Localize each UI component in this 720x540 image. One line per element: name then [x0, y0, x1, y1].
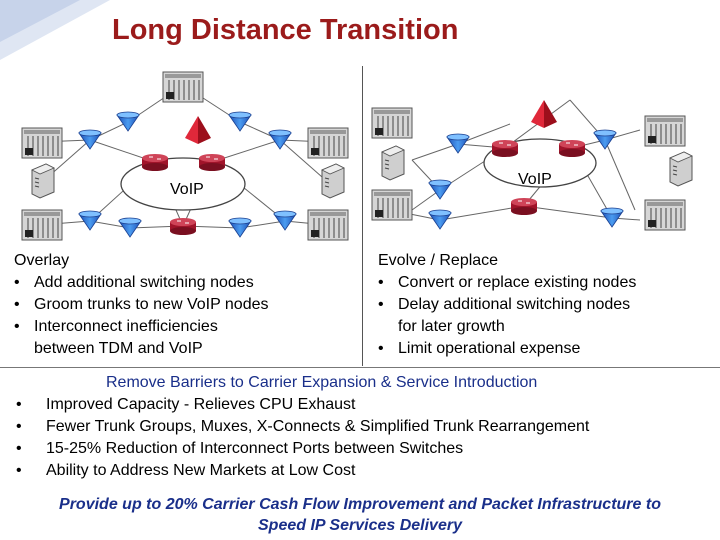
- evolve-bullet-continuation: for later growth: [398, 318, 505, 335]
- overlay-bullet: Interconnect inefficiencies: [14, 316, 269, 338]
- page-title: Long Distance Transition: [112, 14, 459, 46]
- right-voip-label: VoIP: [518, 171, 552, 188]
- overlay-bullet-continuation: between TDM and VoIP: [34, 340, 203, 357]
- overlay-heading: Overlay: [14, 252, 70, 269]
- evolve-bullet: Limit operational expense: [378, 338, 636, 360]
- benefit-item: Ability to Address New Markets at Low Co…: [12, 460, 589, 482]
- column-divider: [362, 66, 363, 366]
- section-divider: [0, 367, 720, 368]
- evolve-column: Evolve / Replace Convert or replace exis…: [378, 250, 636, 360]
- overlay-column: Overlay Add additional switching nodes G…: [14, 250, 269, 360]
- benefit-item: 15-25% Reduction of Interconnect Ports b…: [12, 438, 589, 460]
- evolve-bullet: Delay additional switching nodes: [378, 294, 636, 316]
- left-voip-label: VoIP: [170, 181, 204, 198]
- benefits-section: Remove Barriers to Carrier Expansion & S…: [12, 372, 589, 482]
- benefit-item: Improved Capacity - Relieves CPU Exhaust: [12, 394, 589, 416]
- overlay-bullet: Groom trunks to new VoIP nodes: [14, 294, 269, 316]
- evolve-bullet: Convert or replace existing nodes: [378, 272, 636, 294]
- benefit-item: Fewer Trunk Groups, Muxes, X-Connects & …: [12, 416, 589, 438]
- benefits-heading: Remove Barriers to Carrier Expansion & S…: [106, 374, 538, 391]
- footer-line: Provide up to 20% Carrier Cash Flow Impr…: [59, 496, 661, 513]
- footer-statement: Provide up to 20% Carrier Cash Flow Impr…: [0, 494, 720, 536]
- footer-line: Speed IP Services Delivery: [258, 517, 462, 534]
- corner-decoration: [0, 0, 110, 60]
- evolve-heading: Evolve / Replace: [378, 252, 499, 269]
- network-diagram: VoIP VoIP: [21, 71, 693, 241]
- overlay-bullet: Add additional switching nodes: [14, 272, 269, 294]
